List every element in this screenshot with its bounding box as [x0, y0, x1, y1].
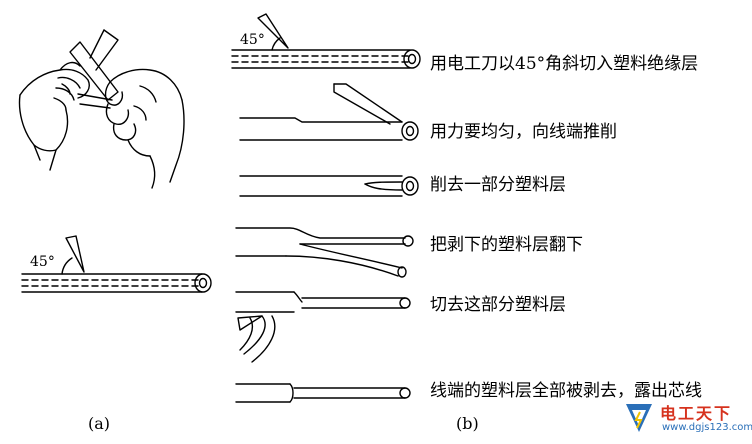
watermark-text: 电工天下 [660, 404, 733, 423]
step-label-6: 线端的塑料层全部被剥去，露出芯线 [430, 381, 702, 401]
hands-illustration [18, 29, 185, 189]
angle-label-b: 45° [240, 32, 265, 48]
step-label-1: 用电工刀以45°角斜切入塑料绝缘层 [430, 54, 699, 74]
wire-b-step-4 [235, 227, 414, 278]
step-label-3: 削去一部分塑料层 [430, 175, 566, 195]
wire-b-step-2 [239, 83, 419, 141]
wire-b-step-3 [239, 175, 419, 197]
panel-label-a: (a) [88, 414, 111, 433]
step-label-2: 用力要均匀，向线端推削 [430, 122, 617, 142]
watermark-logo-icon [626, 404, 652, 432]
angle-label-a: 45° [30, 254, 55, 270]
wire-b-step-1 [231, 13, 421, 69]
step-label-4: 把剥下的塑料层翻下 [430, 235, 583, 255]
watermark-url: www.dgjs123.com [662, 422, 752, 433]
panel-label-b: (b) [456, 414, 479, 433]
wire-b-step-6 [235, 383, 411, 403]
wire-b-step-5 [235, 291, 411, 363]
step-label-5: 切去这部分塑料层 [430, 295, 566, 315]
wire-a [21, 235, 212, 293]
